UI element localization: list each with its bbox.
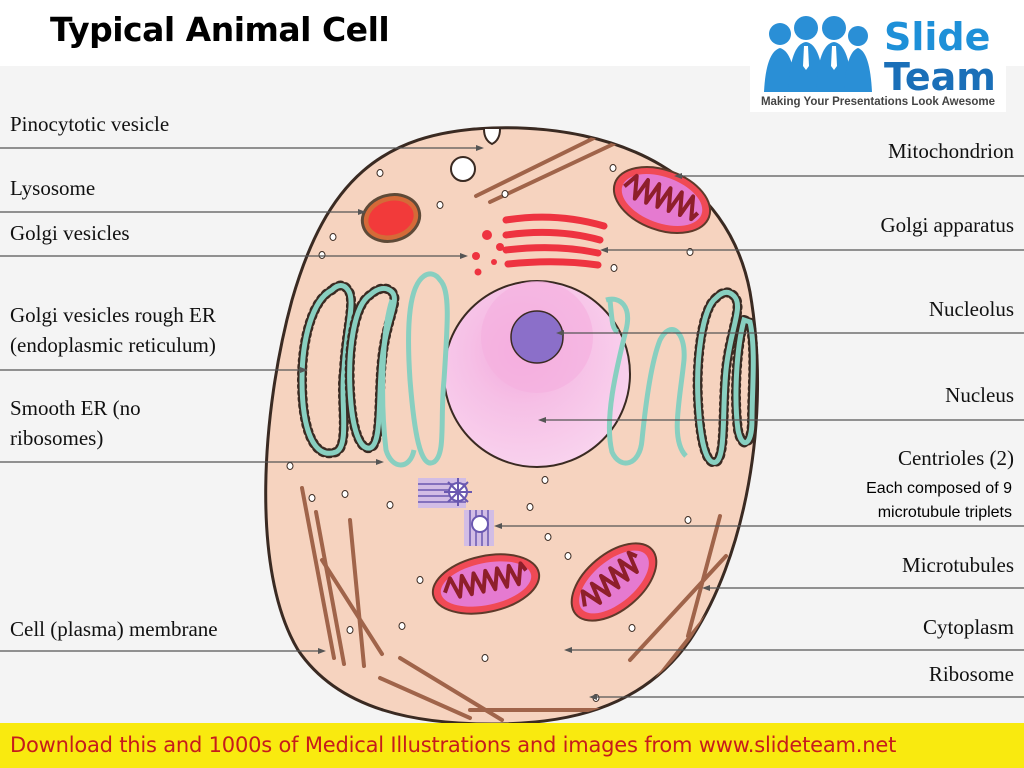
label-smooth-er-line1: Smooth ER (no bbox=[10, 396, 141, 420]
label-smooth-er-line2: ribosomes) bbox=[10, 426, 104, 450]
label-golgi-apparatus: Golgi apparatus bbox=[880, 213, 1014, 237]
footer-banner: Download this and 1000s of Medical Illus… bbox=[0, 723, 1024, 768]
golgi-vesicles bbox=[472, 230, 504, 276]
leader-lines bbox=[0, 147, 1024, 698]
label-cytoplasm: Cytoplasm bbox=[922, 615, 1014, 639]
slideteam-logo: Slide Team Making Your Presentations Loo… bbox=[750, 12, 1006, 112]
people-icon bbox=[764, 16, 872, 92]
logo-word-slide: Slide bbox=[884, 15, 991, 59]
logo-word-team: Team bbox=[884, 55, 996, 99]
label-mitochondrion: Mitochondrion bbox=[888, 139, 1014, 163]
label-lysosome: Lysosome bbox=[10, 176, 96, 200]
ribosomes bbox=[286, 164, 694, 702]
smooth-er-right bbox=[605, 296, 688, 466]
pinocytotic-vesicle bbox=[450, 156, 476, 182]
label-microtubules: Microtubules bbox=[902, 553, 1014, 577]
page-title: Typical Animal Cell bbox=[50, 10, 390, 49]
pinocytotic-notch bbox=[483, 128, 501, 146]
rough-er-right bbox=[692, 287, 759, 468]
label-centrioles-note-line1: Each composed of 9 bbox=[866, 480, 1012, 497]
smooth-er-left bbox=[380, 271, 450, 468]
label-centrioles: Centrioles (2) bbox=[897, 446, 1014, 470]
label-rough-er-line1: Golgi vesicles rough ER bbox=[10, 303, 216, 327]
label-centrioles-note-line2: microtubule triplets bbox=[877, 504, 1012, 521]
label-nucleus: Nucleus bbox=[945, 383, 1014, 407]
label-cell-membrane: Cell (plasma) membrane bbox=[10, 617, 218, 641]
mitochondrion-top bbox=[612, 166, 712, 234]
label-rough-er-line2: (endoplasmic reticulum) bbox=[10, 333, 216, 357]
mitochondrion-bottom-right bbox=[570, 542, 658, 622]
label-pinocytotic-vesicle: Pinocytotic vesicle bbox=[10, 112, 170, 136]
logo-tagline: Making Your Presentations Look Awesome bbox=[760, 96, 996, 108]
mitochondrion-bottom-left bbox=[431, 553, 541, 615]
label-nucleolus: Nucleolus bbox=[928, 297, 1014, 321]
rough-er-left bbox=[296, 280, 400, 459]
leader-arrowheads bbox=[300, 145, 710, 700]
label-ribosome: Ribosome bbox=[928, 662, 1014, 686]
centrioles bbox=[418, 478, 494, 546]
golgi-apparatus bbox=[502, 213, 608, 269]
nucleolus bbox=[510, 310, 564, 364]
footer-banner-text[interactable]: Download this and 1000s of Medical Illus… bbox=[10, 733, 897, 757]
label-golgi-vesicles: Golgi vesicles bbox=[10, 221, 130, 245]
